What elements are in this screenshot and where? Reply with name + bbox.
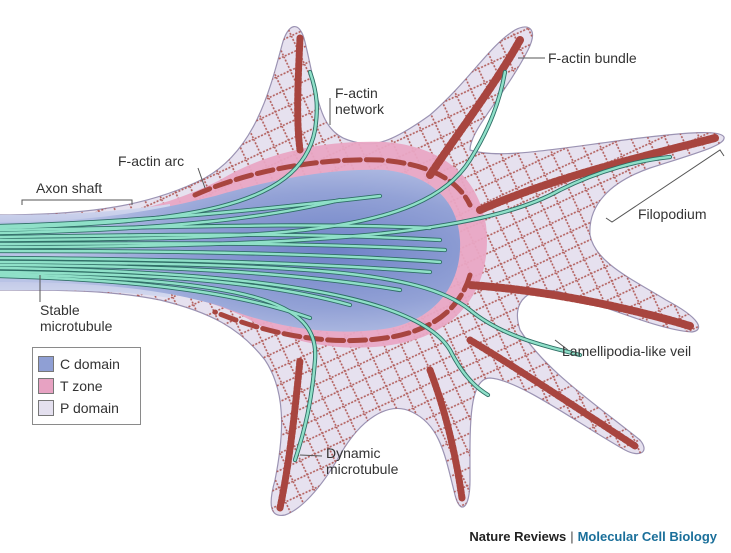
label-stable-microtubule-line1: Stable bbox=[40, 302, 80, 319]
axon-shaft-bracket bbox=[22, 200, 132, 205]
legend-item-t-zone: T zone bbox=[38, 376, 103, 396]
label-f-actin-network-line2: network bbox=[335, 101, 384, 118]
legend-swatch bbox=[38, 400, 54, 416]
label-dynamic-microtubule-line1: Dynamic bbox=[326, 445, 380, 462]
legend-item-c-domain: C domain bbox=[38, 354, 120, 374]
label-axon-shaft: Axon shaft bbox=[36, 180, 102, 197]
label-f-actin-bundle: F-actin bundle bbox=[548, 50, 637, 67]
legend-label: C domain bbox=[60, 356, 120, 372]
credit-separator: | bbox=[570, 529, 573, 544]
credit-journal: Nature Reviews bbox=[469, 529, 566, 544]
label-f-actin-arc: F-actin arc bbox=[118, 153, 184, 170]
legend-item-p-domain: P domain bbox=[38, 398, 119, 418]
legend-swatch bbox=[38, 378, 54, 394]
journal-credit: Nature Reviews | Molecular Cell Biology bbox=[469, 529, 717, 544]
label-f-actin-network-line1: F-actin bbox=[335, 85, 378, 102]
label-dynamic-microtubule-line2: microtubule bbox=[326, 461, 398, 478]
legend-label: P domain bbox=[60, 400, 119, 416]
label-stable-microtubule-line2: microtubule bbox=[40, 318, 112, 335]
legend: C domain T zone P domain bbox=[32, 347, 141, 425]
legend-swatch bbox=[38, 356, 54, 372]
legend-label: T zone bbox=[60, 378, 103, 394]
f-actin-bundle-1 bbox=[298, 38, 300, 150]
credit-section: Molecular Cell Biology bbox=[578, 529, 717, 544]
label-lamellipodia-like-veil: Lamellipodia-like veil bbox=[562, 343, 691, 360]
label-filopodium: Filopodium bbox=[638, 206, 706, 223]
